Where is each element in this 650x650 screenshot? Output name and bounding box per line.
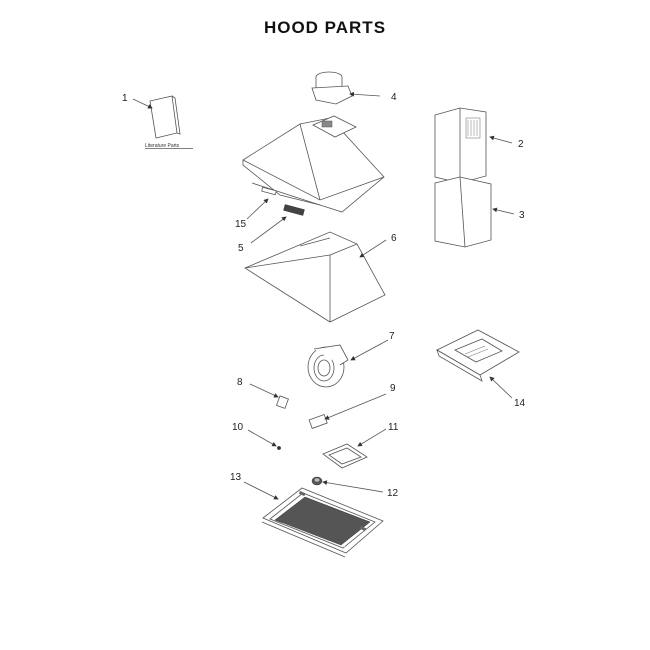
callout-14: 14 [514, 398, 526, 409]
callout-9: 9 [390, 383, 396, 394]
part-4-duct-collar [311, 71, 381, 105]
part-12-bulb [311, 476, 384, 493]
page-title: HOOD PARTS [263, 18, 387, 37]
callout-6: 6 [391, 233, 397, 244]
part-13-grease-filter [243, 481, 384, 558]
hood-canopy [242, 115, 385, 213]
callout-4: 4 [391, 92, 397, 103]
part-6-lower-canopy [244, 231, 387, 323]
literature-parts-label: Literature Parts [145, 143, 180, 149]
part-10-screw [247, 429, 281, 450]
part-11-light-lens [322, 428, 387, 469]
part-7-blower [307, 339, 389, 388]
part-2-upper-chimney [434, 107, 513, 184]
callout-7: 7 [389, 331, 395, 342]
callout-15: 15 [235, 219, 247, 230]
callout-1: 1 [122, 93, 128, 104]
callout-2: 2 [518, 139, 524, 150]
part-9-light-socket [308, 393, 387, 429]
part-15-bracket [246, 186, 277, 220]
part-5-mounting-bracket [250, 204, 305, 244]
callout-13: 13 [230, 472, 242, 483]
part-8-small-block [249, 383, 289, 409]
part-3-lower-chimney [434, 176, 515, 248]
callout-11: 11 [388, 422, 399, 433]
callout-10: 10 [232, 422, 244, 433]
part-14-control-panel [436, 329, 520, 399]
callout-3: 3 [519, 210, 525, 221]
callout-12: 12 [387, 488, 399, 499]
callout-5: 5 [238, 243, 244, 254]
callout-8: 8 [237, 377, 243, 388]
part-1-literature-booklet: Literature Parts [132, 95, 193, 149]
